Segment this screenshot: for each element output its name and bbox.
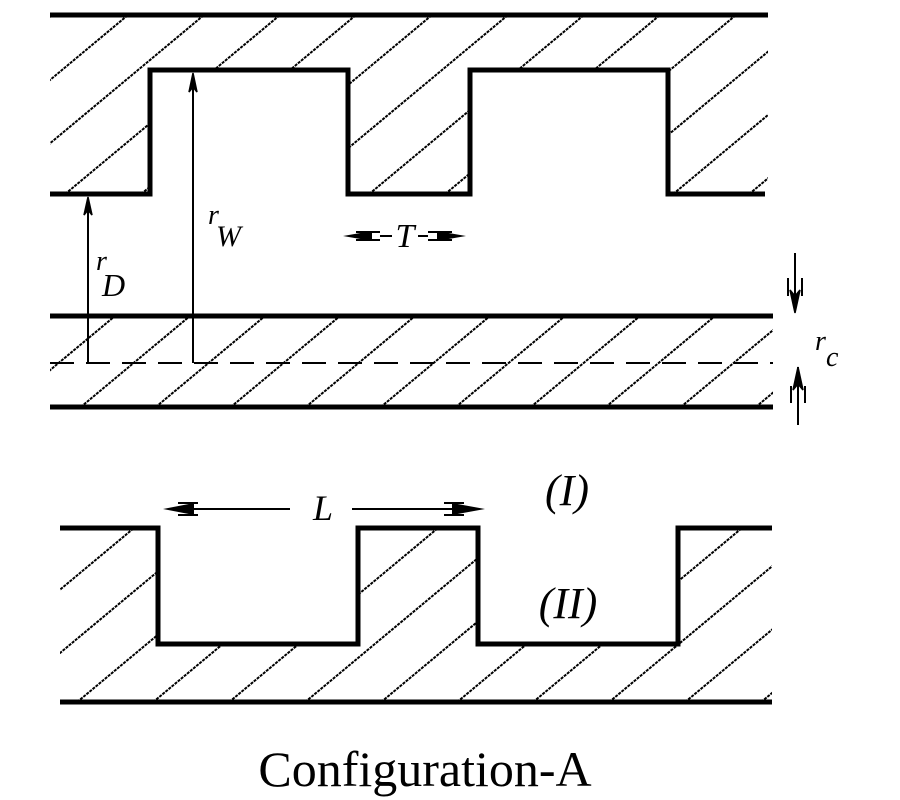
- hatch-line: [50, 15, 53, 194]
- l-label: L: [312, 488, 333, 528]
- region-i-label: (I): [545, 466, 589, 515]
- hatch-line: [605, 316, 716, 407]
- hatch-line: [530, 316, 641, 407]
- l-dimension-arrow: [163, 502, 485, 516]
- t-dimension-arrow: [343, 231, 466, 241]
- hatch-line: [608, 528, 772, 702]
- arrowhead-left-icon: [163, 503, 194, 515]
- hatch-line: [455, 316, 566, 407]
- bottom-wall-hatching: [0, 528, 900, 702]
- hatch-line: [380, 316, 491, 407]
- hatch-line: [0, 528, 58, 702]
- hatch-line: [80, 316, 191, 407]
- arrowhead-right-icon: [452, 503, 485, 515]
- arrowhead-up-icon: [188, 72, 198, 93]
- hatch-line: [825, 15, 900, 194]
- arrowhead-up-icon: [792, 366, 804, 391]
- r-d-dimension-arrow: [83, 196, 93, 363]
- hatch-line: [748, 15, 768, 194]
- hatch-line: [684, 528, 772, 702]
- hatch-line: [680, 328, 773, 407]
- r-c-label: r c: [815, 326, 839, 373]
- hatch-line: [837, 528, 900, 702]
- hatch-line: [304, 528, 515, 702]
- arrowhead-up-icon: [83, 196, 93, 216]
- region-ii-label: (II): [539, 579, 598, 628]
- hatch-line: [155, 316, 266, 407]
- hatch-line: [152, 528, 363, 702]
- hatch-line: [50, 15, 129, 194]
- upper-wall-profile: [50, 67, 765, 197]
- hatch-line: [532, 528, 743, 702]
- lower-wall-profile: [60, 525, 772, 647]
- hatch-line: [50, 15, 205, 194]
- hatch-line: [60, 528, 135, 702]
- hatch-line: [64, 15, 281, 194]
- r-d-label: r D: [96, 246, 125, 303]
- r-w-label: r W: [208, 200, 244, 253]
- hatch-line: [50, 316, 116, 372]
- center-body-hatching: [0, 316, 900, 407]
- r-w-dimension-arrow: [188, 72, 198, 363]
- arrowhead-right-icon: [437, 231, 466, 241]
- hatch-line: [831, 316, 900, 407]
- r-c-dimension-arrows: [787, 253, 806, 425]
- hatch-line: [0, 316, 40, 407]
- t-label: T: [396, 218, 417, 255]
- hatch-line: [230, 316, 341, 407]
- hatch-line: [368, 15, 585, 194]
- hatch-line: [672, 15, 768, 194]
- hatch-line: [755, 391, 773, 407]
- hatch-line: [305, 316, 416, 407]
- hatch-line: [760, 528, 772, 702]
- hatch-line: [76, 528, 287, 702]
- hatch-line: [228, 528, 439, 702]
- top-wall-hatching: [50, 15, 900, 194]
- hatch-line: [60, 528, 211, 702]
- arrowhead-left-icon: [343, 231, 372, 241]
- arrowhead-down-icon: [789, 289, 801, 314]
- figure-caption: Configuration-A: [258, 741, 591, 797]
